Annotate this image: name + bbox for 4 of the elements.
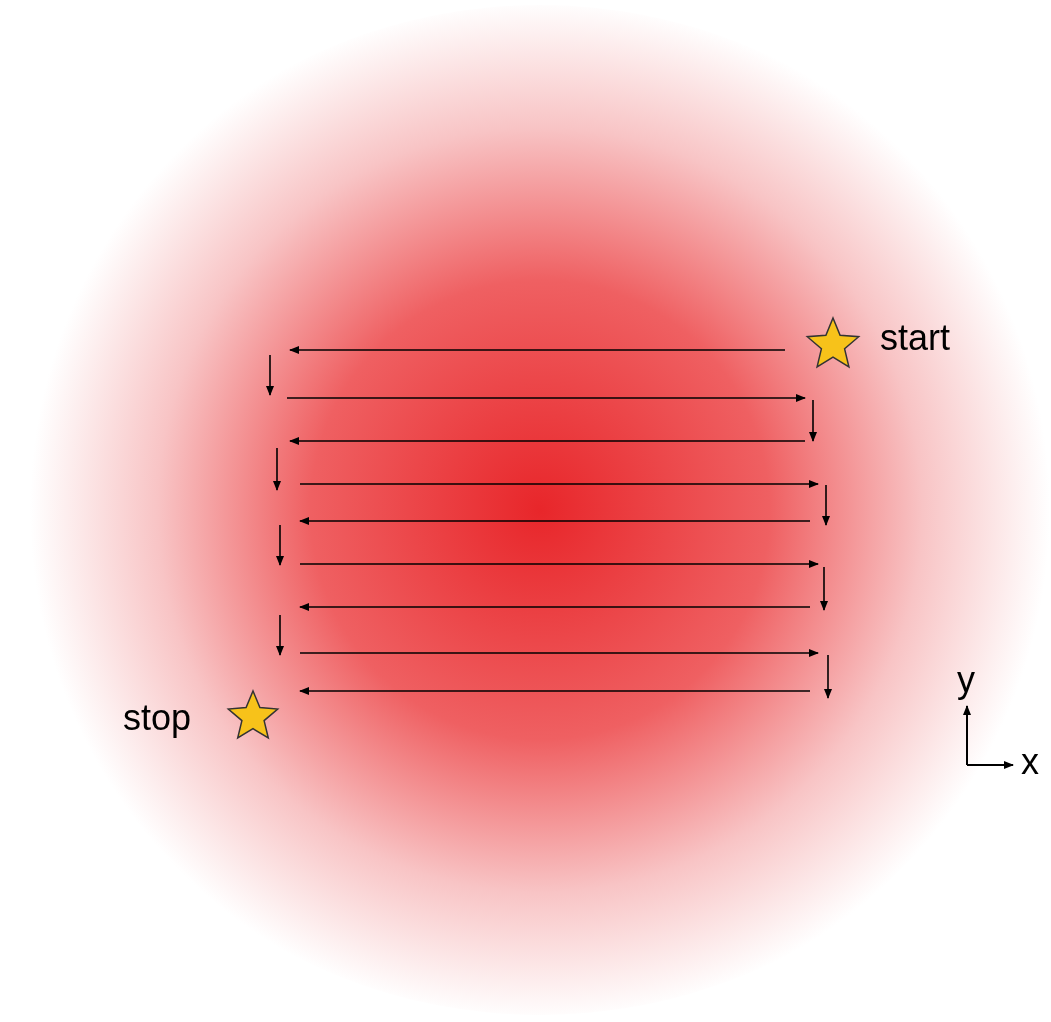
axis-label: y	[957, 662, 975, 698]
axis-label: x	[1021, 744, 1039, 780]
start-label: start	[880, 320, 950, 356]
stop-label: stop	[123, 700, 192, 736]
